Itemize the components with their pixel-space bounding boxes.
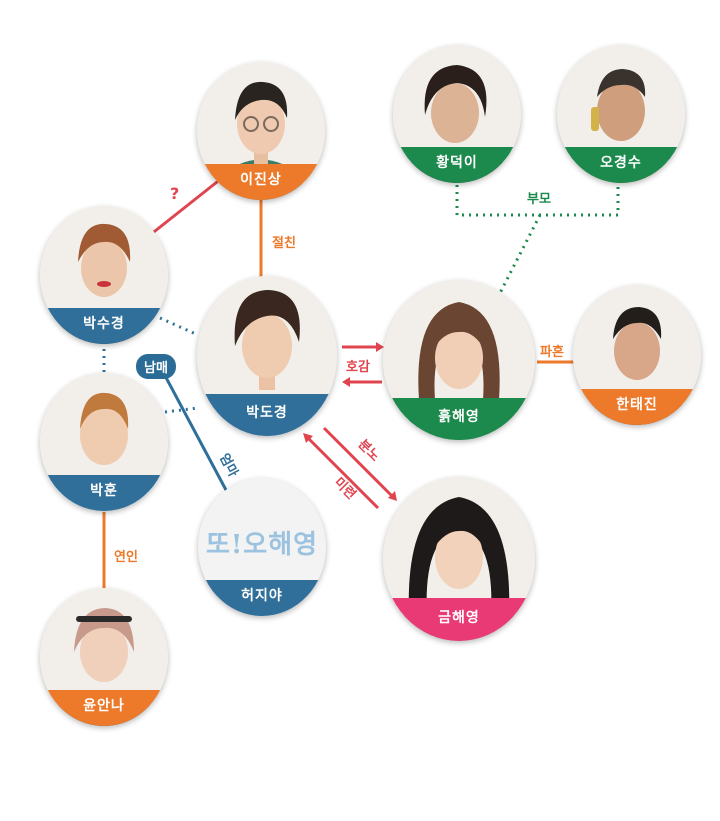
node-ijinsang[interactable]: 이진상 [197, 62, 325, 200]
node-geumhaeyeong[interactable]: 금해영 [383, 477, 535, 641]
name-band-ogyeongsu: 오경수 [557, 147, 685, 183]
node-ogyeongsu[interactable]: 오경수 [557, 45, 685, 183]
node-parksugyeong[interactable]: 박수경 [40, 206, 168, 344]
label-best-friend: 절친 [272, 236, 296, 251]
line-lingering [306, 436, 380, 510]
drama-logo: 또!오해영 [205, 529, 319, 560]
label-question: ? [170, 184, 180, 203]
name-band-heojiya: 허지야 [198, 580, 326, 616]
node-hwangdeok[interactable]: 황덕이 [393, 45, 521, 183]
node-parkhun[interactable]: 박훈 [40, 373, 168, 511]
name-band-parkdogyeong: 박도경 [197, 394, 337, 436]
name-band-hwangdeok: 황덕이 [393, 147, 521, 183]
line-mother [160, 369, 228, 491]
node-hantaejin[interactable]: 한태진 [573, 285, 701, 425]
name-band-parksugyeong: 박수경 [40, 308, 168, 344]
line-parents [455, 185, 620, 217]
node-parkdogyeong[interactable]: 박도경 [197, 276, 337, 436]
label-parents: 부모 [527, 192, 551, 207]
node-heojiya[interactable]: 또!오해영 허지야 [198, 478, 326, 616]
name-band-yunanna: 윤안나 [40, 690, 168, 726]
arrow-like-left [342, 377, 350, 387]
node-yunanna[interactable]: 윤안나 [40, 588, 168, 726]
label-lovers: 연인 [114, 550, 138, 565]
name-band-ijinsang: 이진상 [197, 164, 325, 200]
line-parents-down [498, 214, 542, 294]
name-band-geumhaeyeong: 금해영 [383, 598, 535, 641]
name-band-heukhaeyeong: 흙해영 [383, 398, 535, 440]
name-band-parkhun: 박훈 [40, 475, 168, 511]
line-anger [322, 426, 394, 498]
node-heukhaeyeong[interactable]: 흙해영 [383, 280, 535, 440]
arrow-like-right [376, 342, 384, 352]
name-band-hantaejin: 한태진 [573, 388, 701, 425]
label-broken-engagement: 파혼 [540, 345, 564, 360]
label-like: 호감 [346, 360, 370, 375]
